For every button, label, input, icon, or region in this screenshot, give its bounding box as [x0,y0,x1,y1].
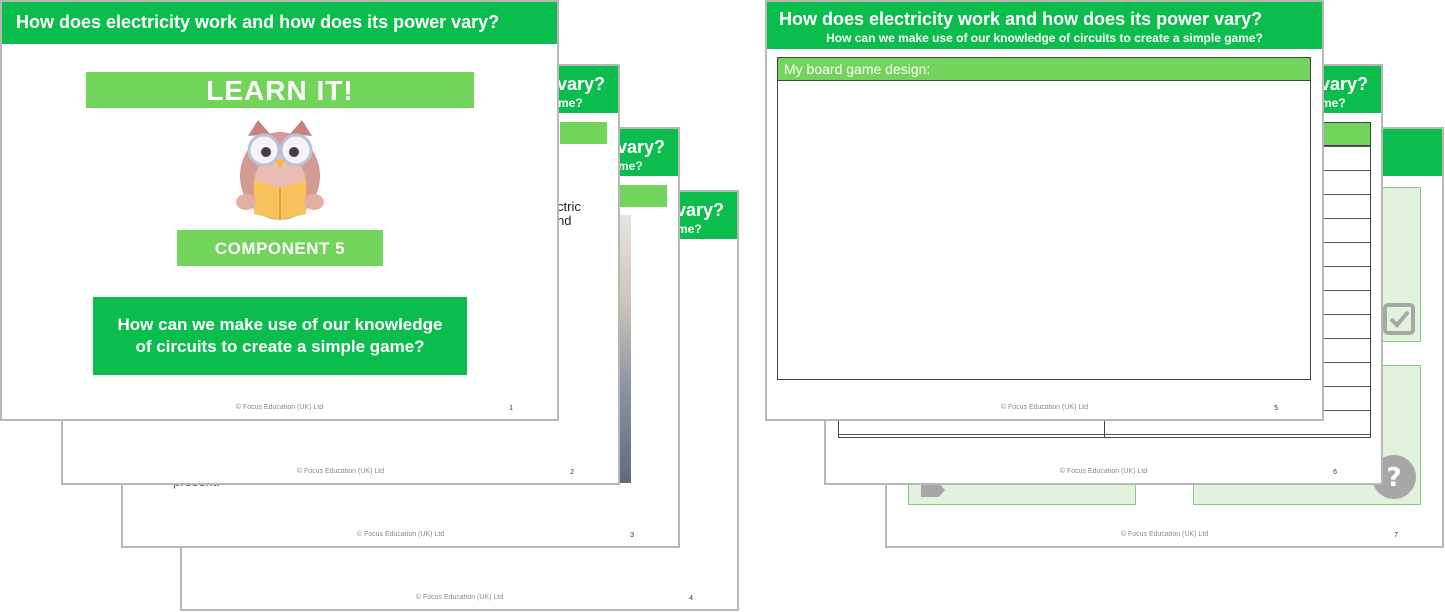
key-question-text: How can we make use of our knowledge of … [117,315,443,356]
copyright: © Focus Education (UK) Ltd [1059,468,1148,475]
board-game-design-box[interactable]: My board game design: [777,57,1311,380]
learn-it-banner: LEARN IT! [86,72,474,108]
slide-5-thumbnail[interactable]: How does electricity work and how does i… [765,0,1324,421]
svg-text:?: ? [1386,463,1401,493]
slide-number: 2 [570,469,574,476]
checkbox-icon [1383,303,1415,335]
slide-title: How does electricity work and how does i… [779,9,1263,29]
slide-header: How does electricity work and how does i… [2,2,557,44]
slide-number: 4 [689,595,693,602]
photo-image [617,215,631,483]
slide-number: 1 [509,405,513,412]
text-fragment: nd [557,213,572,228]
slide-subtitle: How can we make use of our knowledge of … [826,31,1263,45]
owl-ear [290,120,312,136]
owl-pupil [289,147,299,157]
slide-1-thumbnail[interactable]: How does electricity work and how does i… [0,0,559,421]
copyright: © Focus Education (UK) Ltd [356,531,445,538]
slide-number: 7 [1394,532,1398,539]
slide-number: 5 [1274,405,1278,412]
slide-header: How does electricity work and how does i… [767,2,1322,49]
slide-title: How does electricity work and how does i… [16,12,500,32]
section-bar [560,122,607,144]
copyright: © Focus Education (UK) Ltd [1000,404,1089,411]
copyright: © Focus Education (UK) Ltd [235,404,324,411]
slide-number: 6 [1333,469,1337,476]
owl-wing [236,194,256,210]
design-box-label: My board game design: [778,58,1310,81]
copyright: © Focus Education (UK) Ltd [1120,531,1209,538]
section-bar [620,185,667,207]
slide-number: 3 [630,532,634,539]
copyright: © Focus Education (UK) Ltd [296,468,385,475]
copyright: © Focus Education (UK) Ltd [415,594,504,601]
owl-ear [248,120,270,136]
text-fragment: ctric [557,199,581,214]
owl-wing [304,194,324,210]
owl-pupil [261,147,271,157]
pencil-icon [921,483,945,497]
question-icon: ? [1372,455,1416,499]
key-question-box: How can we make use of our knowledge of … [93,297,467,375]
owl-beak [275,160,285,169]
owl-reading-icon [236,120,324,220]
component-badge: COMPONENT 5 [177,230,383,266]
